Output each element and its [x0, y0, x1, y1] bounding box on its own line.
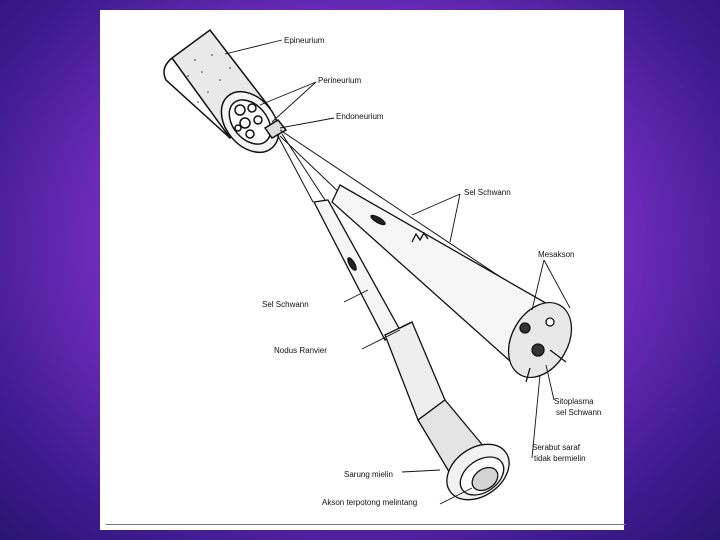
label-sitoplasma-1: Sitoplasma [554, 397, 594, 406]
label-epineurium: Epineurium [284, 36, 325, 45]
nerve-structure-diagram [163, 28, 573, 505]
bottom-rule [106, 524, 626, 525]
label-nodus-ranvier: Nodus Ranvier [274, 346, 327, 355]
label-sarung-mielin: Sarung mielin [344, 470, 393, 479]
label-schwann-upper: Sel Schwann [464, 188, 511, 197]
label-sitoplasma-2: sel Schwann [556, 408, 602, 417]
label-schwann-left: Sel Schwann [262, 300, 309, 309]
label-mesakson: Mesakson [538, 250, 575, 259]
myelinated-fiber [313, 199, 510, 501]
slide-panel: Epineurium Perineurium Endoneurium Sel S… [100, 10, 626, 530]
label-perineurium: Perineurium [318, 76, 362, 85]
leader-lines [224, 39, 571, 505]
label-serabut-2: tidak bermielin [534, 454, 586, 463]
label-serabut-1: Serabut saraf [532, 443, 581, 452]
nerve-trunk [163, 28, 288, 154]
unmyelinated-fiber [331, 184, 573, 383]
label-akson: Akson terpotong melintang [322, 498, 418, 507]
texture-dots [187, 54, 231, 103]
label-endoneurium: Endoneurium [336, 112, 384, 121]
